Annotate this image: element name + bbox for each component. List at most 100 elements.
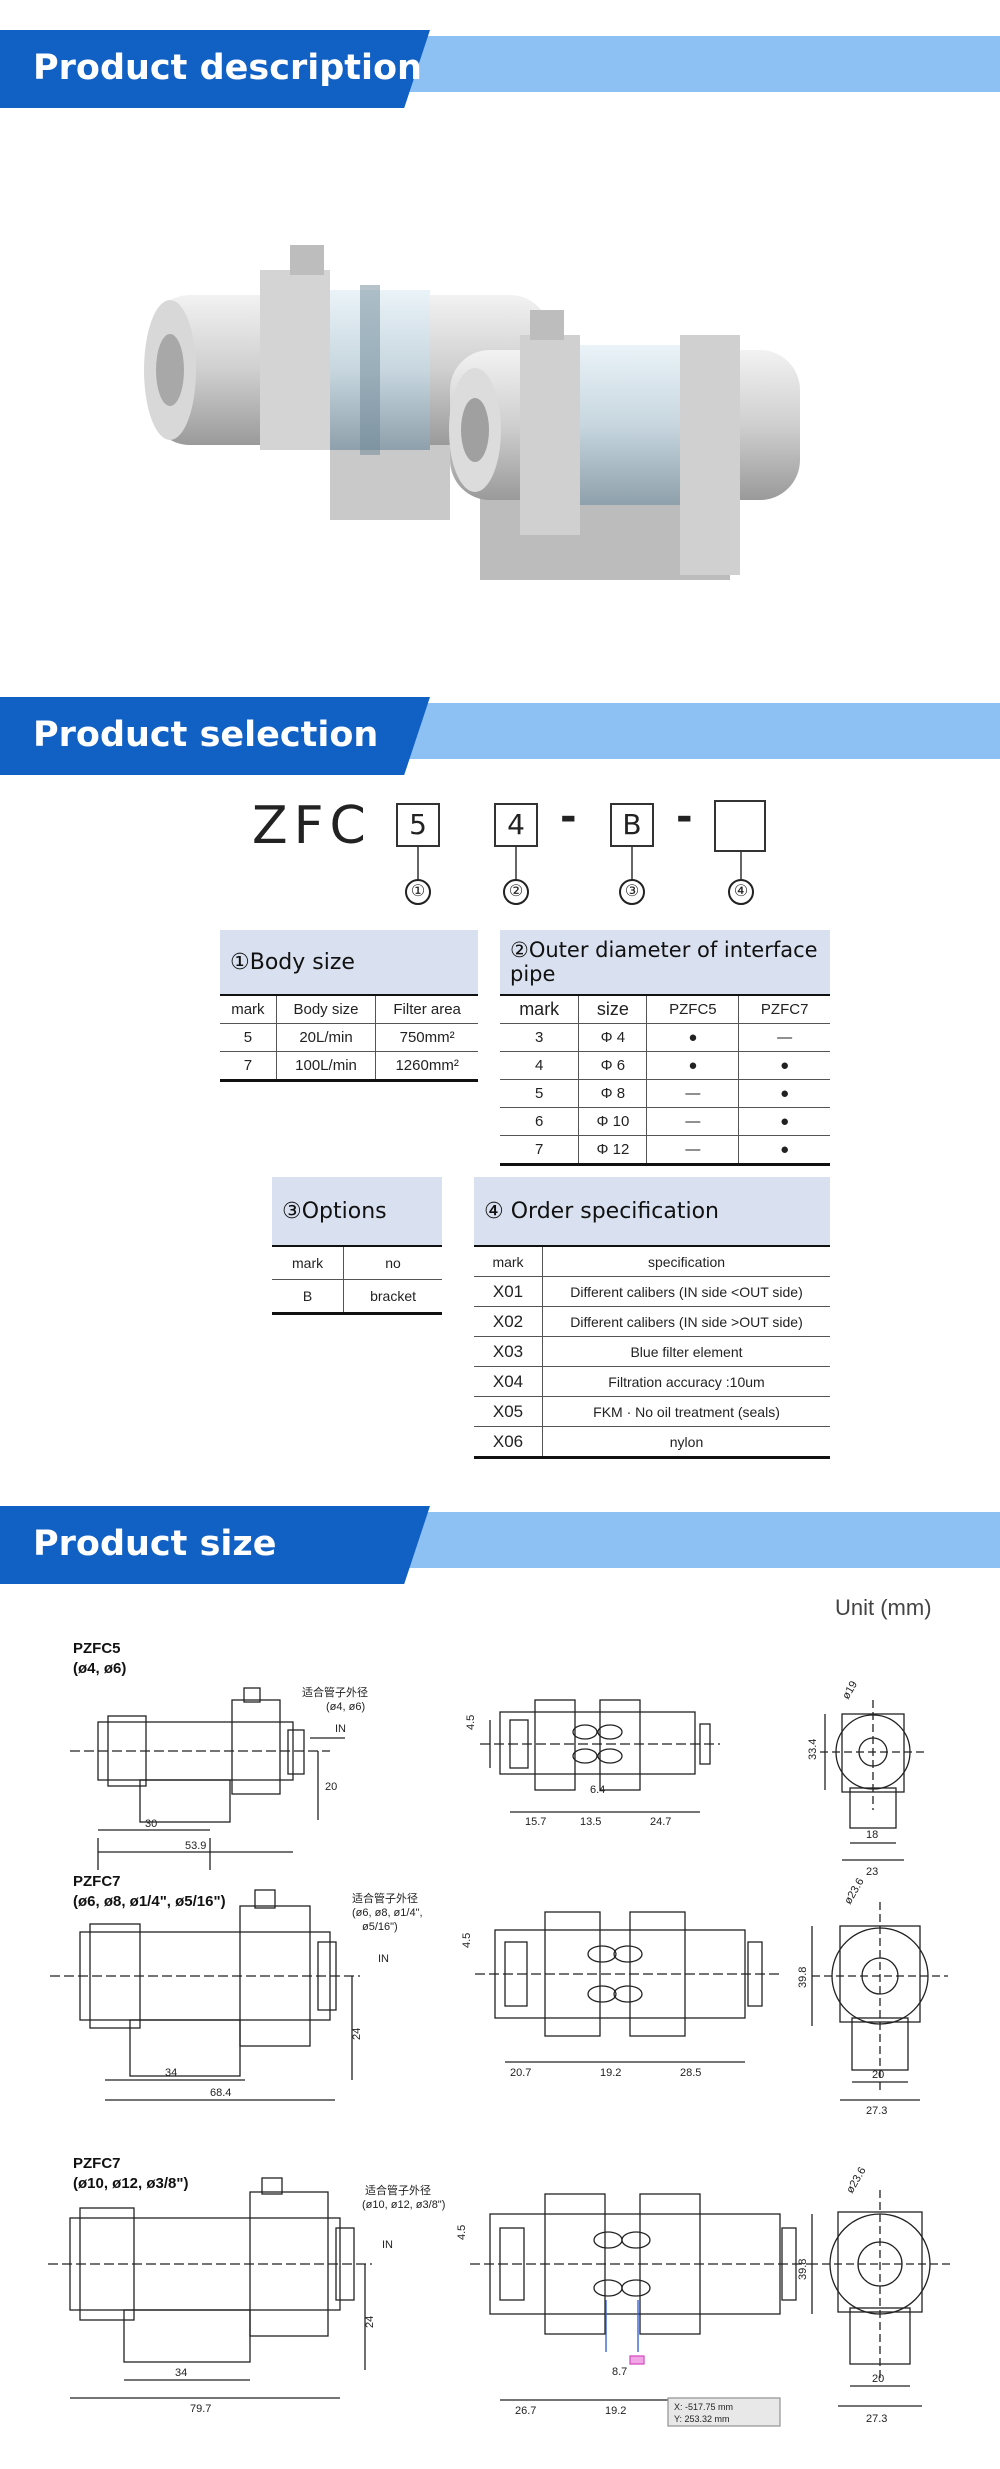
dim-label: 20 [872,2373,884,2385]
model-box-4 [714,800,766,852]
table-cell: X05 [474,1396,543,1427]
body-size-title: ①Body size [220,930,478,994]
table-cell: 6 [500,1107,580,1136]
dim-label: 28.5 [680,2067,701,2079]
model-connector-lines [417,847,742,880]
table-cell: 7 [500,1135,580,1165]
table-cell: ● [738,1107,830,1136]
pzfc5-end-view [820,1700,925,1861]
table-cell: bracket [370,1288,417,1304]
section-title: Product size [33,1524,277,1564]
unit-label: Unit (mm) [835,1595,932,1620]
dim-label: 34 [175,2367,187,2379]
in-label: IN [335,1723,346,1735]
table-cell: X03 [474,1336,543,1367]
note-label: (ø10, ø12, ø3/8") [362,2199,445,2211]
dim-label: ø23.6 [842,1876,866,1906]
dim-label: 20.7 [510,2067,531,2079]
model-box-3: B [610,803,654,847]
in-label: IN [382,2239,393,2251]
table-cell: ● [780,1141,790,1158]
dim-label: 79.7 [190,2403,211,2415]
section-banner-size: Product size [0,1506,1000,1584]
note-label: (ø6, ø8, ø1/4", [352,1907,423,1919]
dim-label: 15.7 [525,1816,546,1828]
table-cell: 5 [500,1079,580,1108]
table-cell: Φ 6 [578,1051,648,1080]
table-cell: 1260mm² [395,1057,459,1074]
table-cell: — [646,1079,740,1108]
note-label: 适合管子外径 [302,1685,368,1699]
dim-label: 20 [872,2069,884,2081]
table-cell: FKM · No oil treatment (seals) [542,1396,830,1427]
body-size-table: mark Body size Filter area 5 20L/min 750… [220,994,478,1082]
product-photo [144,245,800,580]
table-cell: Blue filter element [542,1336,830,1367]
index-circle-2: ② [503,879,529,905]
col-header: mark [500,995,580,1024]
dim-label: 39.8 [797,1967,809,1988]
measurement-tooltip: X: -517.75 mm Y: 253.32 mm [667,2397,781,2427]
body-size-panel: ①Body size mark Body size Filter area 5 … [220,930,478,1082]
pzfc7a-top-view [475,1911,780,2063]
table-cell: nylon [669,1433,704,1450]
col-header: mark [474,1246,543,1277]
pzfc5-top-view [480,1699,720,1813]
section-banner-selection: Product selection [0,697,1000,775]
note-label: 适合管子外径 [365,2183,431,2197]
pzfc7b-end-view [810,2190,950,2407]
note-label: 适合管子外径 [352,1891,418,1905]
model-box-1: 5 [396,803,440,847]
dim-label: 24 [364,2316,376,2328]
table-cell: Φ 8 [578,1079,648,1108]
drawing-subtitle: (ø4, ø6) [73,1660,127,1677]
dim-label: 8.7 [612,2366,627,2378]
dim-label: 24 [351,2028,363,2040]
table-cell: — [738,1023,830,1052]
dim-label: 24.7 [650,1816,671,1828]
table-cell: 100L/min [276,1051,377,1081]
table-cell: 5 [220,1023,277,1052]
dim-label: 20 [325,1781,337,1793]
table-cell: Φ 4 [578,1023,648,1052]
table-cell: 750mm² [375,1023,478,1052]
model-prefix: ZFC [252,796,372,856]
col-header: PZFC5 [646,995,740,1024]
dim-label: 23 [866,1866,878,1878]
pzfc7a-end-view [811,1902,948,2101]
tooltip-x: X: -517.75 mm [674,2402,733,2412]
drawing-title: PZFC7 [73,1873,121,1890]
col-header: mark [220,995,277,1024]
dim-label: 68.4 [210,2087,231,2099]
table-cell: ● [646,1023,740,1052]
drawing-title: PZFC5 [73,1640,121,1657]
table-cell: ● [646,1051,740,1080]
options-title: ③Options [272,1177,442,1245]
table-cell: — [646,1135,740,1165]
dim-label: 19.2 [600,2067,621,2079]
dim-label: ø19 [840,1680,860,1702]
col-header: Body size [276,995,377,1024]
col-header: size [578,995,648,1024]
dim-label: 39.8 [797,2259,809,2280]
dim-label: 34 [165,2067,177,2079]
tooltip-y: Y: 253.32 mm [674,2414,730,2424]
drawing-subtitle: (ø6, ø8, ø1/4", ø5/16") [73,1893,226,1910]
table-cell: — [646,1107,740,1136]
pzfc5-side-view [70,1687,330,1870]
note-label: ø5/16") [362,1921,398,1933]
dimension-drawings: 30 53.9 20 适合管子外径 (ø4, ø6) IN 4.5 6.4 15… [48,1680,950,2427]
dim-label: 18 [866,1829,878,1841]
table-cell: 20L/min [276,1023,377,1052]
table-cell: Φ 12 [578,1135,648,1165]
pipe-title: ②Outer diameter of interface pipe [500,930,830,994]
table-cell: ● [738,1079,830,1108]
model-separator: - [560,794,577,840]
col-header: mark [272,1246,345,1280]
col-header: PZFC7 [738,995,830,1024]
dim-label: 30 [145,1818,157,1830]
